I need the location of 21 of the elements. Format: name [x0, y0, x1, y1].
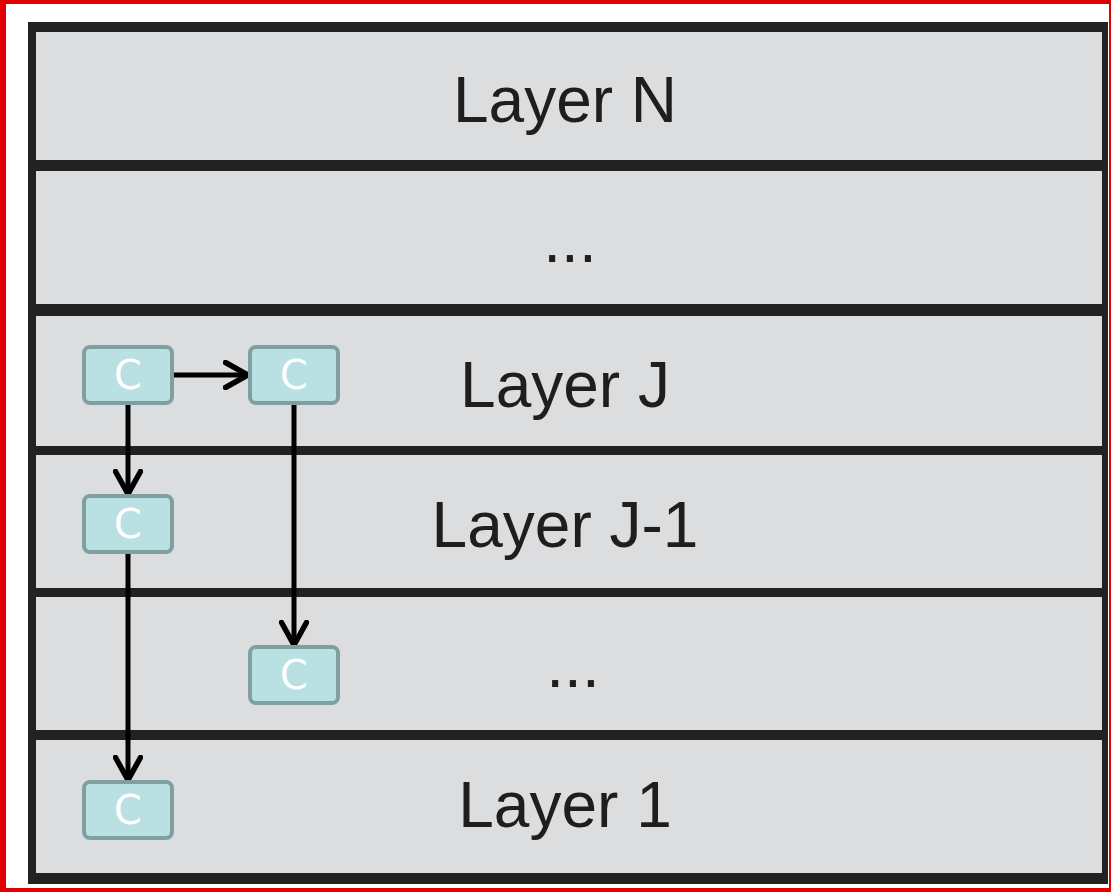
component-box: C: [82, 494, 174, 554]
layer-label: Layer N: [452, 63, 678, 137]
layer-label: Layer J-1: [431, 488, 699, 562]
layer-label: ...: [546, 628, 600, 702]
layer-band: [36, 32, 1102, 160]
layer-label: ...: [543, 203, 597, 277]
layer-label: Layer J: [460, 348, 670, 422]
layer-band: [36, 597, 1102, 730]
component-box: C: [82, 345, 174, 405]
arrow: [174, 359, 251, 391]
arrow: [112, 405, 144, 497]
layer-band: [36, 316, 1102, 446]
layer-band: [36, 171, 1102, 304]
component-box: C: [82, 780, 174, 840]
layer-label: Layer 1: [458, 768, 672, 842]
arrow: [112, 554, 144, 783]
arrow: [278, 405, 310, 648]
component-box: C: [248, 345, 340, 405]
layer-band: [36, 455, 1102, 588]
component-box: C: [248, 645, 340, 705]
layer-band: [36, 740, 1102, 873]
